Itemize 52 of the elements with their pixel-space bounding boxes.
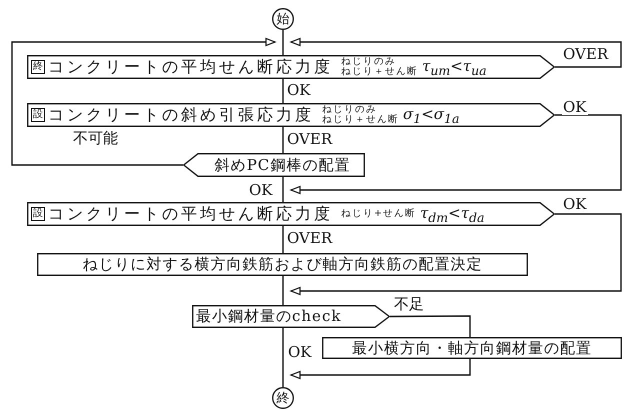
box-text: ねじりに対する横方向鉄筋および軸方向鉄筋の配置決定 (82, 255, 482, 274)
edge-label: OK (287, 344, 313, 360)
formula: σ$_{1}$<σ$_{1a}$ (403, 104, 460, 126)
edge-label: OK (286, 82, 312, 98)
formula: τ$_{um}$<τ$_{ua}$ (422, 56, 487, 78)
box-text: コンクリートの平均せん断応力度 (48, 204, 333, 224)
connector-line (282, 127, 284, 153)
condition-text: ねじり＋せん断 (322, 115, 399, 125)
condition-text: ねじりのみ (322, 105, 378, 115)
boxed-character: 設 (31, 207, 45, 221)
connector-line (282, 328, 284, 387)
edge-label: OK (248, 182, 274, 198)
box-text: 斜めPC鋼棒の配置 (214, 156, 350, 174)
arrow (289, 114, 622, 194)
formula: τ$_{dm}$<τ$_{da}$ (420, 204, 484, 224)
connector-line (282, 177, 284, 202)
box-text: 最小横方向・軸方向鋼材量の配置 (352, 338, 592, 358)
process-box (322, 337, 622, 359)
arrow (11, 38, 277, 166)
boxed-character: 設 (31, 108, 45, 122)
condition-text: ねじり＋せん断 (341, 67, 418, 77)
connector-line (282, 276, 284, 305)
decision-box (27, 103, 555, 127)
connector-line (282, 226, 284, 253)
arrow (289, 38, 622, 68)
condition-text: ねじりのみ (341, 57, 397, 67)
condition-text: ねじり+せん断 (341, 209, 416, 219)
process-box (183, 153, 365, 177)
box-text: 最小鋼材量のcheck (196, 307, 342, 326)
connector-line (282, 79, 284, 103)
decision-box (192, 305, 390, 328)
terminal-text: 終 (276, 390, 290, 407)
edge-label: OVER (286, 131, 334, 147)
connector-line (390, 315, 471, 337)
decision-box (27, 55, 555, 79)
start-circle (272, 8, 294, 30)
box-text: コンクリートの平均せん断応力度 (48, 56, 333, 78)
edge-label: OK (562, 196, 588, 212)
arrow (289, 359, 471, 380)
edge-label: OVER (562, 46, 610, 62)
edge-label: 不足 (393, 296, 425, 312)
process-box (37, 253, 528, 276)
connector-line (282, 30, 284, 55)
box-text: コンクリートの斜め引張応力度 (48, 104, 314, 126)
decision-box (27, 202, 555, 226)
end-circle (272, 387, 294, 409)
arrow (289, 213, 622, 296)
edge-label: OK (562, 99, 588, 115)
terminal-text: 始 (276, 11, 290, 28)
edge-label: OVER (286, 230, 334, 246)
edge-label: 不可能 (72, 130, 119, 146)
boxed-character: 終 (31, 60, 45, 74)
